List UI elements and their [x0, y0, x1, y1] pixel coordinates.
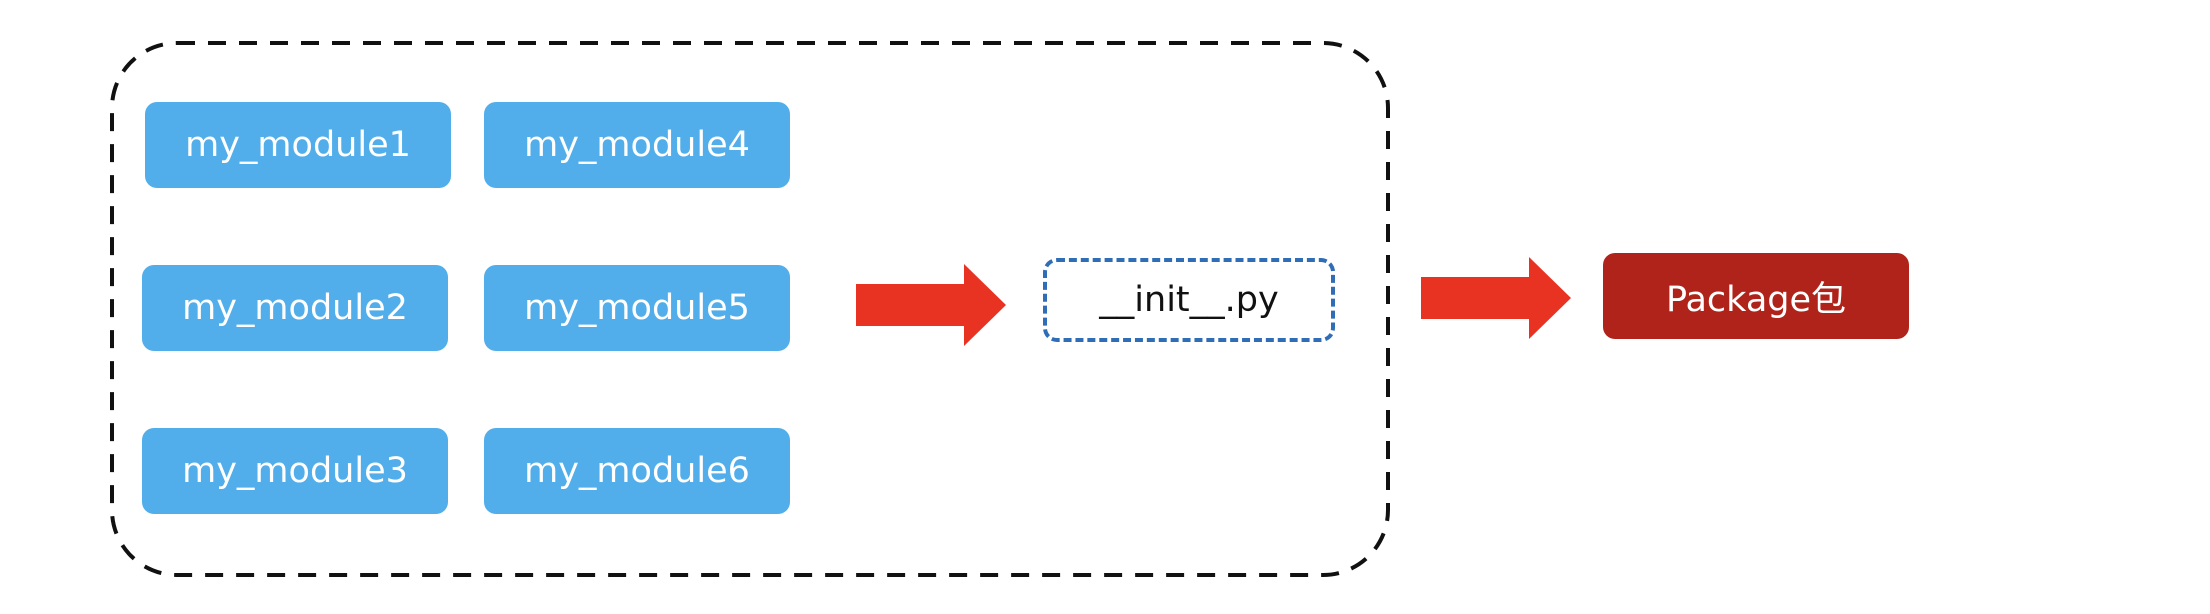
- module-box-1: my_module1: [145, 102, 451, 188]
- module-label: my_module1: [185, 125, 411, 165]
- arrow-right-icon: [856, 264, 1006, 346]
- package-box: Package包: [1603, 253, 1909, 339]
- package-label: Package包: [1665, 279, 1847, 320]
- module-box-5: my_module5: [484, 265, 790, 351]
- init-file-label: __init__.py: [1099, 280, 1279, 320]
- module-box-2: my_module2: [142, 265, 448, 351]
- module-label: my_module6: [524, 451, 750, 491]
- module-box-4: my_module4: [484, 102, 790, 188]
- module-label: my_module3: [182, 451, 408, 491]
- module-label: my_module2: [182, 288, 408, 328]
- module-box-3: my_module3: [142, 428, 448, 514]
- module-label: my_module4: [524, 125, 750, 165]
- arrow-right-icon: [1421, 257, 1571, 339]
- module-box-6: my_module6: [484, 428, 790, 514]
- init-file-box: __init__.py: [1043, 258, 1335, 342]
- module-label: my_module5: [524, 288, 750, 328]
